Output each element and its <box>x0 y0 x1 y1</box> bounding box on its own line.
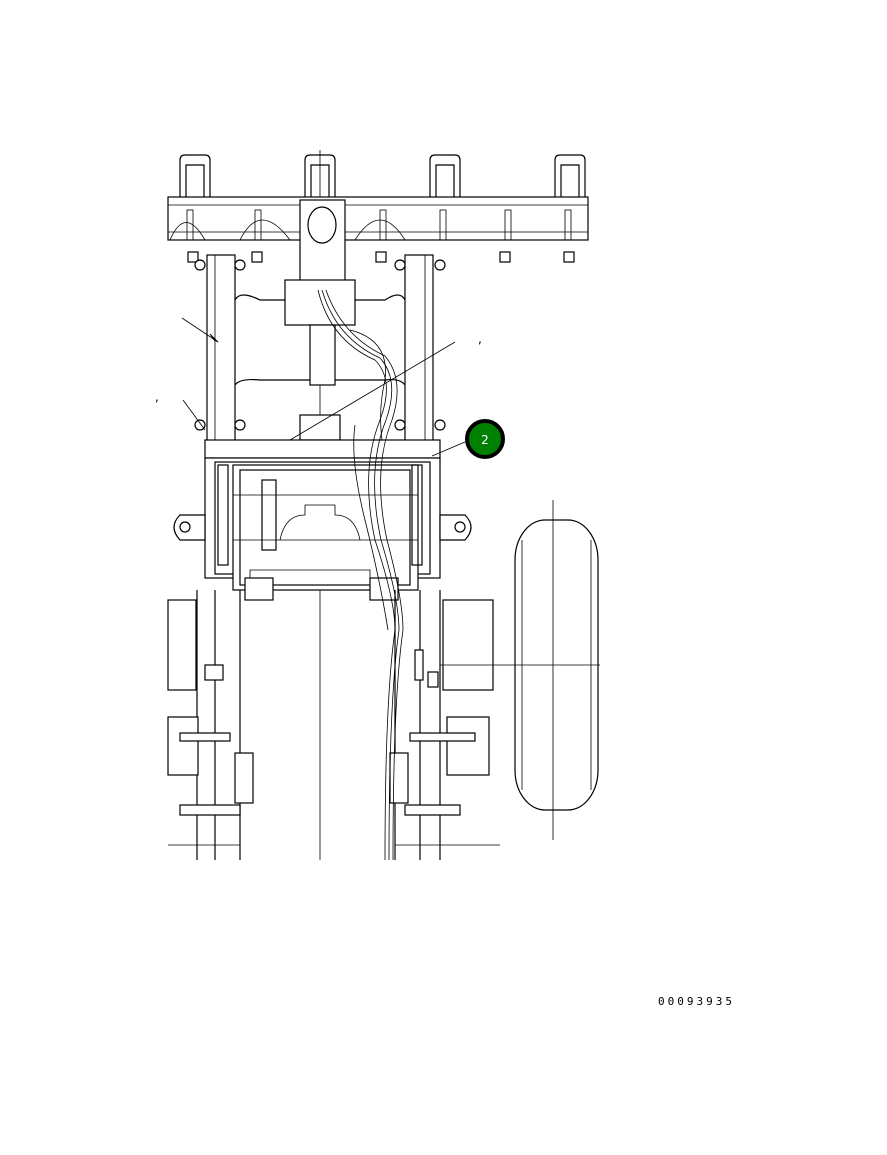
top-bar <box>167 196 589 263</box>
center-cylinder <box>284 199 356 441</box>
callout-label: 2 <box>481 433 489 447</box>
callout-badge-2[interactable]: 2 <box>465 419 505 459</box>
lift-posts <box>194 254 446 446</box>
document-number: 00093935 <box>658 995 735 1008</box>
lugs <box>173 514 472 541</box>
annotation-mark: , <box>478 332 482 346</box>
hydraulic-hoses <box>317 289 404 861</box>
tire <box>440 500 600 840</box>
frame-box <box>204 439 441 601</box>
u-clamps <box>179 154 586 197</box>
lower-rails <box>167 590 500 860</box>
annotation-mark: , <box>155 390 159 404</box>
leader-lines <box>181 317 466 457</box>
